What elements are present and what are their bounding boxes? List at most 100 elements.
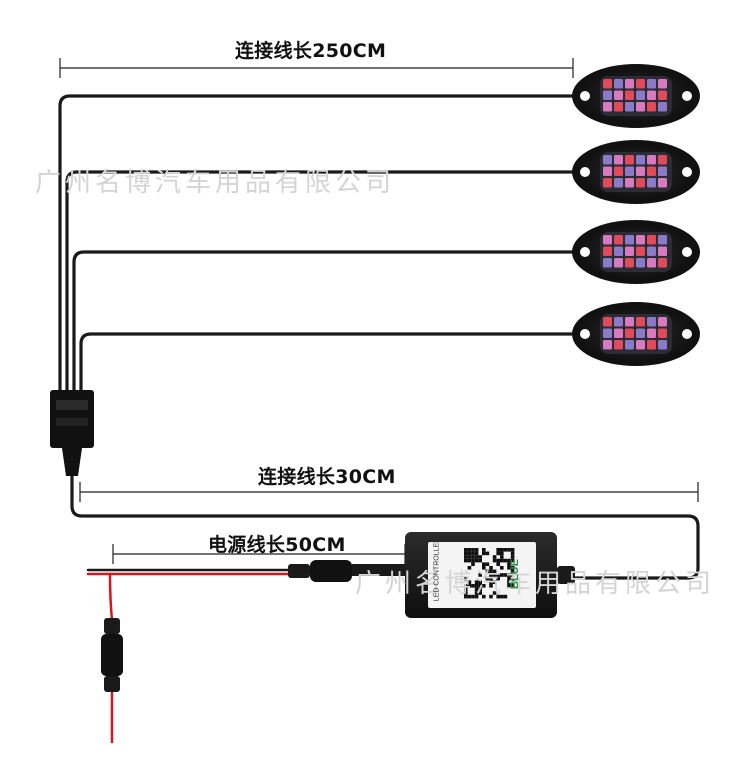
qr-module (467, 566, 472, 570)
rock-light-3 (572, 220, 700, 284)
led-chip (614, 102, 623, 112)
led-chip (658, 79, 667, 89)
led-chip (625, 155, 634, 165)
qr-module (500, 573, 504, 577)
qr-module (507, 548, 511, 552)
qr-module (489, 566, 493, 570)
controller-box (405, 532, 575, 618)
led-chip (658, 246, 667, 256)
led-chip (647, 235, 656, 245)
led-chip (614, 340, 623, 350)
qr-module (507, 580, 511, 584)
led-chip (658, 340, 667, 350)
led-chip (658, 258, 667, 268)
led-chip (636, 155, 645, 165)
led-chip (658, 166, 667, 176)
qr-module (464, 551, 468, 556)
qr-module (474, 587, 479, 592)
qr-module (496, 558, 500, 563)
splitter-to-controller-cable (70, 476, 700, 580)
led-chip (636, 235, 645, 245)
qr-module (464, 591, 468, 595)
qr-module (471, 551, 475, 556)
qr-module (485, 569, 490, 574)
qr-module (467, 580, 472, 584)
qr-module (464, 587, 468, 592)
qr-module (503, 594, 508, 599)
qr-module (474, 555, 479, 559)
led-chip (614, 317, 623, 327)
qr-module (489, 569, 493, 574)
qr-module (510, 551, 515, 556)
qr-module (492, 558, 497, 563)
qr-module (474, 548, 479, 552)
qr-code (464, 548, 515, 599)
qr-module (500, 594, 504, 599)
qr-module (500, 555, 504, 559)
qr-module (478, 555, 482, 559)
qr-module (489, 580, 493, 584)
led-chip (658, 178, 667, 188)
led-chip (647, 178, 656, 188)
led-chip (658, 317, 667, 327)
qr-module (500, 566, 504, 570)
led-chip (603, 166, 612, 176)
qr-module (500, 558, 504, 563)
qr-module (507, 573, 511, 577)
qr-module (482, 562, 486, 566)
qr-module (464, 558, 468, 563)
led-chip (647, 340, 656, 350)
qr-module (507, 562, 511, 566)
qr-module (485, 562, 490, 566)
led-chip (647, 258, 656, 268)
qr-module (471, 594, 475, 599)
led-chip (658, 235, 667, 245)
qr-module (503, 548, 508, 552)
cable-length-30cm-label: 连接线长30CM (258, 466, 396, 488)
qr-module (467, 584, 472, 588)
power-plug (288, 560, 410, 582)
led-chip (658, 328, 667, 338)
qr-module (467, 551, 472, 556)
led-chip (647, 79, 656, 89)
qr-module (510, 584, 515, 588)
led-chip (636, 90, 645, 100)
led-chip (625, 79, 634, 89)
qr-module (474, 584, 479, 588)
qr-module (492, 555, 497, 559)
qr-module (464, 555, 468, 559)
led-chip (614, 258, 623, 268)
controller-sticker-text: LED CONTROLLER (433, 537, 441, 602)
qr-module (474, 594, 479, 599)
led-chip (625, 178, 634, 188)
qr-module (464, 576, 468, 581)
led-chip (647, 246, 656, 256)
led-chip (625, 90, 634, 100)
qr-module (496, 548, 500, 552)
qr-module (478, 573, 482, 577)
led-chip (603, 79, 612, 89)
led-chip (625, 102, 634, 112)
qr-module (467, 548, 472, 552)
qr-module (467, 558, 472, 563)
qr-module (482, 594, 486, 599)
dimension-line-30cm (79, 482, 699, 502)
qr-module (474, 580, 479, 584)
qr-module (482, 566, 486, 570)
qr-module (482, 548, 486, 552)
qr-module (474, 591, 479, 595)
qr-module (510, 566, 515, 570)
qr-module (464, 594, 468, 599)
qr-module (464, 584, 468, 588)
led-chip (647, 166, 656, 176)
led-chip (636, 340, 645, 350)
qr-module (496, 551, 500, 556)
rock-light-4 (572, 302, 700, 366)
qr-module (485, 576, 490, 581)
qr-module (478, 584, 482, 588)
led-chip (636, 246, 645, 256)
led-chip (647, 155, 656, 165)
qr-module (500, 551, 504, 556)
led-chip (636, 317, 645, 327)
